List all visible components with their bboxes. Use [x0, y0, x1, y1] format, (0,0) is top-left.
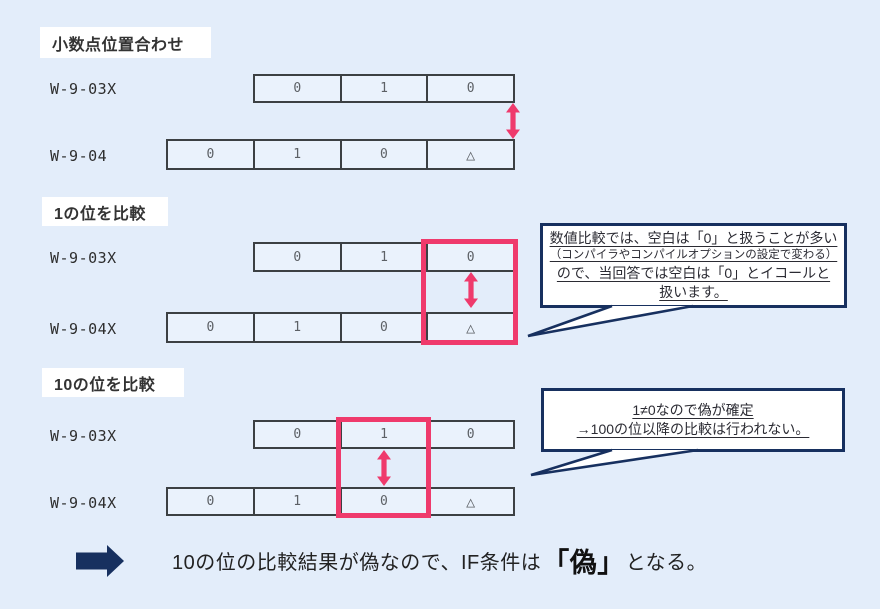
- memory-cell: 0: [426, 244, 513, 270]
- memory-cell: 0: [293, 249, 302, 265]
- memory-cell: 0: [206, 494, 215, 509]
- conclusion-text: 10の位の比較結果が偽なので、IF条件は「偽」となる。: [172, 539, 707, 581]
- callout-line: ので、当回答では空白は「0」とイコールと: [556, 264, 831, 281]
- callout-line: 扱います。: [659, 283, 728, 300]
- callout-line: （コンパイラやコンパイルオプションの設定で変わる）: [549, 249, 838, 262]
- memory-cell: 1: [339, 76, 427, 101]
- memory-cell: 0: [426, 76, 513, 101]
- row-label-w904: W-9-04: [50, 147, 108, 165]
- compare-arrow-icon: [464, 272, 478, 308]
- memory-cell: △: [426, 314, 513, 341]
- row-label-w903x: W-9-03X: [50, 427, 117, 445]
- row-label-w904x: W-9-04X: [50, 494, 117, 512]
- conclusion-emphasis: 「偽」: [542, 547, 625, 578]
- row-label-w903x: W-9-03X: [50, 80, 117, 98]
- callout-false-note: 1≠0なので偽が確定 →100の位以降の比較は行われない。: [541, 388, 845, 452]
- memory-cell: 1: [339, 244, 427, 270]
- row-label-w904x: W-9-04X: [50, 320, 117, 338]
- callout-blank-note: 数値比較では、空白は「0」と扱うことが多い （コンパイラやコンパイルオプションの…: [540, 223, 847, 308]
- callout-tail-icon: [527, 304, 694, 338]
- row-label-w903x: W-9-03X: [50, 249, 117, 267]
- memory-cell: 0: [339, 314, 427, 341]
- memory-cell: 1: [252, 489, 340, 514]
- memory-cell: 0: [206, 147, 215, 162]
- memory-cell: 0: [293, 427, 302, 442]
- memory-cell: △: [426, 489, 513, 514]
- memory-cell: 0: [293, 81, 302, 96]
- memory-cell: 0: [206, 320, 215, 335]
- highlight-box-ones: [421, 239, 518, 345]
- memory-cell: 0: [426, 422, 513, 447]
- memory-row-w904: 0 1 0 △: [166, 139, 515, 170]
- conclusion-prefix: 10の位の比較結果が偽なので、IF条件は: [172, 551, 542, 574]
- highlight-box-tens: [336, 417, 431, 518]
- section-title-tens-compare: 10の位を比較: [42, 368, 184, 397]
- memory-row-w904x: 0 1 0 △: [166, 312, 515, 343]
- compare-arrow-icon: [377, 450, 391, 486]
- memory-cell: 1: [252, 141, 340, 168]
- callout-line: 1≠0なので偽が確定: [632, 402, 754, 419]
- memory-row-w903x: 0 1 0: [253, 74, 515, 103]
- memory-cell: 1: [252, 314, 340, 341]
- callout-line: 数値比較では、空白は「0」と扱うことが多い: [549, 230, 838, 247]
- memory-row-w903x: 0 1 0: [253, 242, 515, 272]
- compare-arrow-icon: [506, 103, 520, 139]
- section-title-decimal-align: 小数点位置合わせ: [40, 27, 211, 58]
- result-arrow-icon: [76, 545, 124, 577]
- callout-line: →100の位以降の比較は行われない。: [576, 421, 810, 437]
- callout-tail-icon: [530, 448, 699, 477]
- memory-cell: △: [426, 141, 513, 168]
- conclusion-suffix: となる。: [625, 551, 708, 574]
- section-title-ones-compare: 1の位を比較: [42, 197, 168, 226]
- memory-cell: 0: [339, 141, 427, 168]
